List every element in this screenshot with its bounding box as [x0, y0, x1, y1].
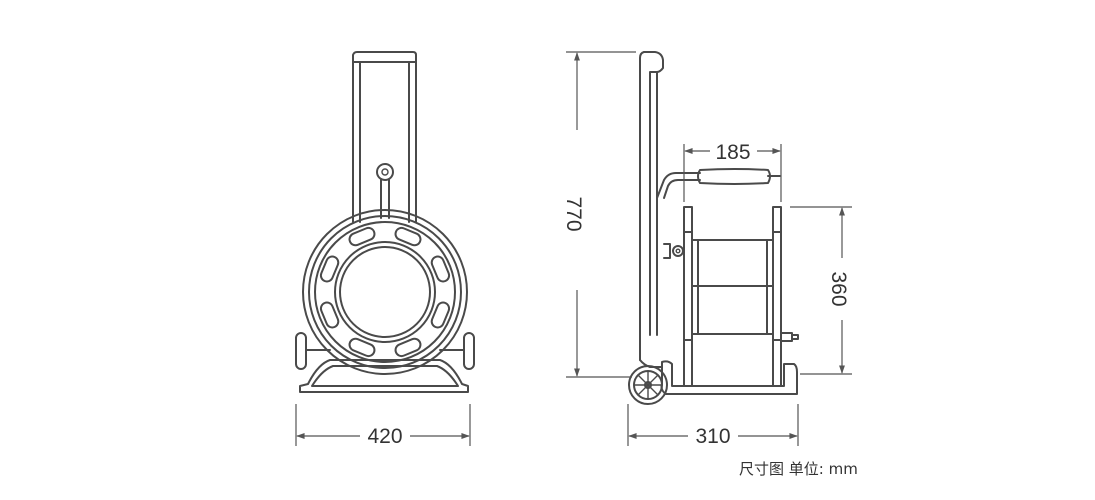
front-wheel-left [295, 332, 331, 370]
side-handle [639, 51, 664, 361]
dimension-reel-width: 185 [683, 141, 782, 202]
dim-reel-diameter-label: 360 [827, 271, 850, 306]
dim-front-width-label: 420 [367, 425, 402, 448]
dim-reel-width-label: 185 [715, 141, 750, 164]
side-view: 770 185 360 310 [562, 51, 852, 448]
front-handle [352, 51, 417, 223]
front-base [299, 359, 469, 393]
side-wheel [628, 365, 668, 405]
side-crank-handle [656, 168, 781, 199]
front-view: 420 [295, 51, 475, 448]
reel-slot [394, 226, 422, 247]
reel-slot [394, 337, 422, 358]
reel-slots [319, 226, 451, 358]
units-note: 尺寸图 单位: mm [739, 460, 858, 478]
reel-slot [319, 301, 340, 329]
front-lock-knob [376, 163, 394, 219]
dimension-front-width: 420 [295, 404, 471, 448]
front-wheel-right [439, 332, 475, 370]
reel-slot [430, 301, 451, 329]
reel-slot [348, 337, 376, 358]
dim-height-label: 770 [562, 196, 585, 231]
front-reel [302, 209, 468, 375]
reel-slot [348, 226, 376, 247]
dimension-reel-diameter: 360 [790, 206, 852, 375]
dimension-side-width: 310 [627, 404, 799, 448]
side-reel-frame [663, 206, 799, 387]
reel-slot [319, 255, 340, 283]
reel-slot [430, 255, 451, 283]
dimension-height: 770 [562, 51, 636, 378]
dim-side-width-label: 310 [695, 425, 730, 448]
